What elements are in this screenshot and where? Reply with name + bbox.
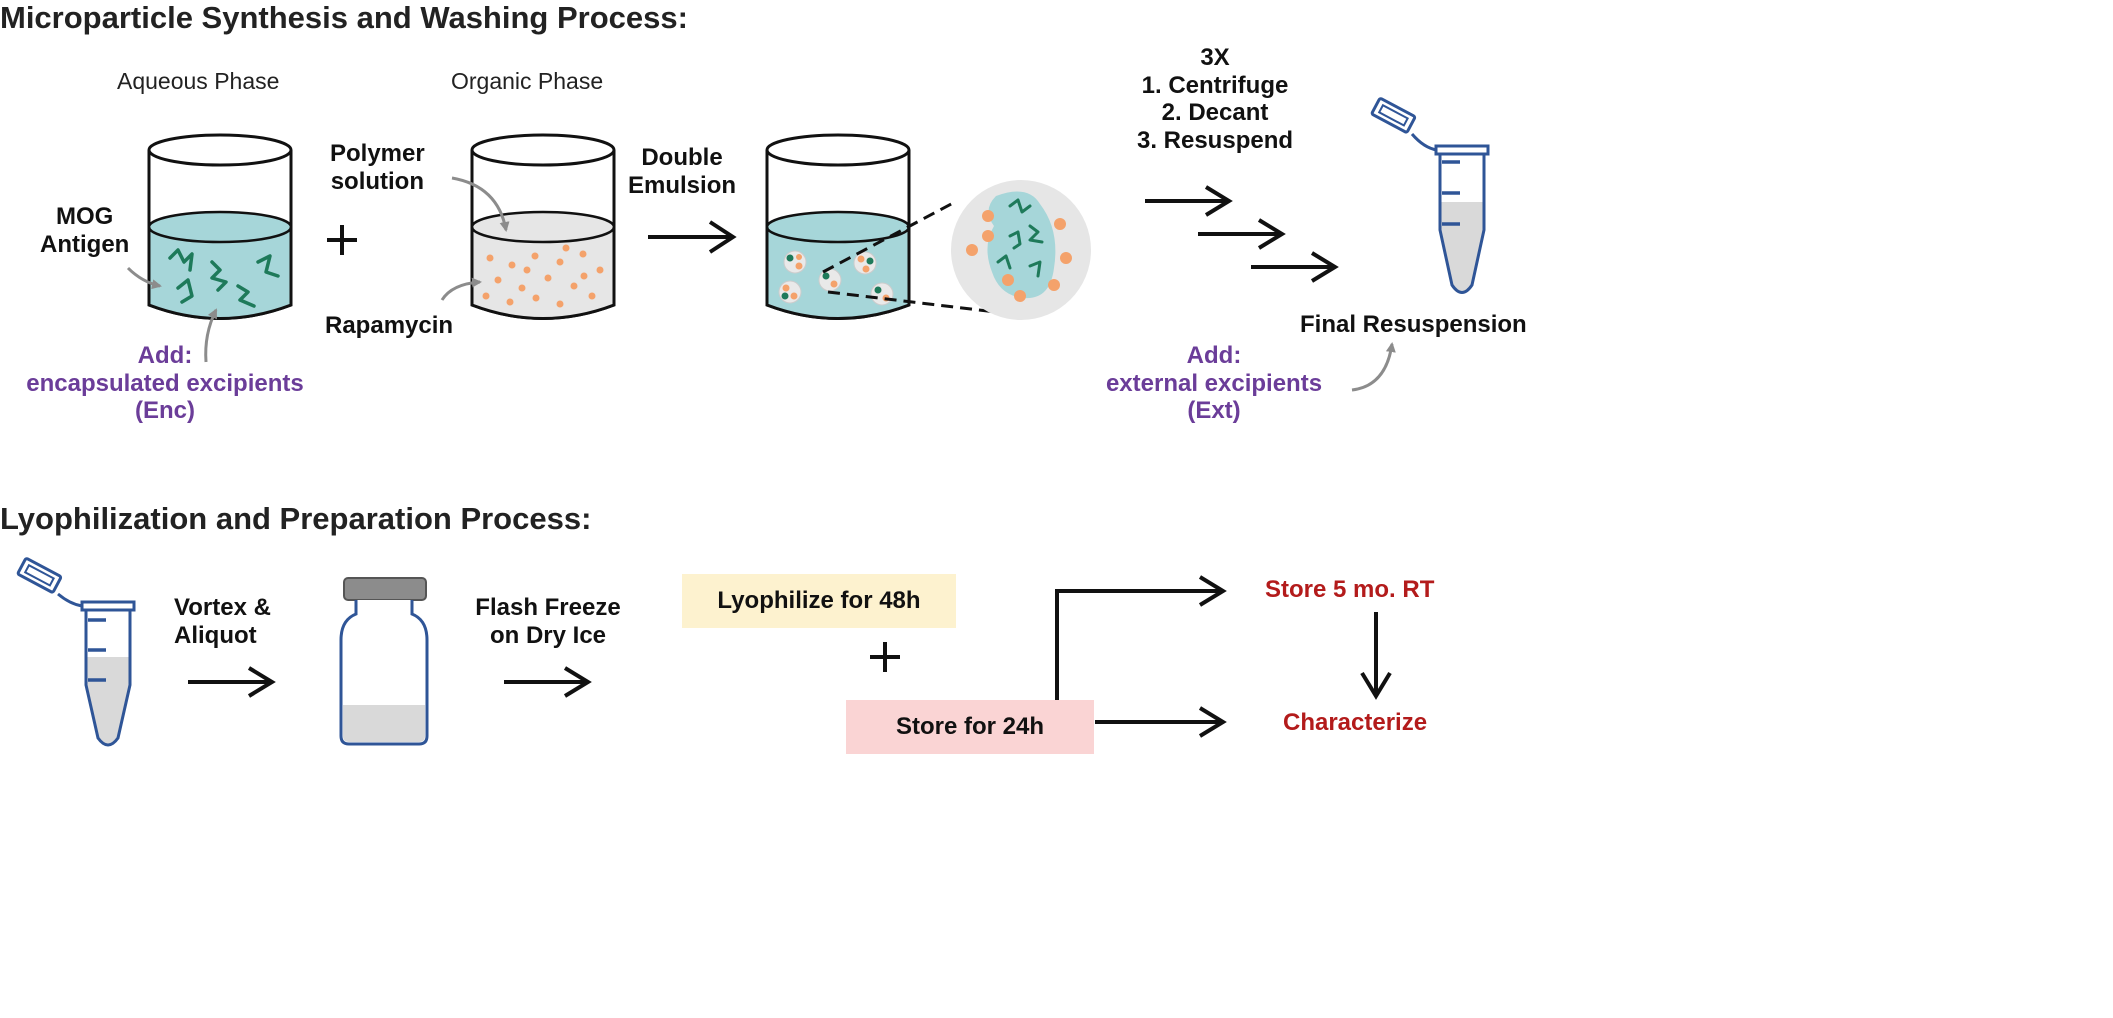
plus-sign-lyophilization <box>870 642 900 672</box>
organic-phase-label: Organic Phase <box>451 68 604 94</box>
to-characterize-arrow <box>1095 706 1227 738</box>
aqueous-beaker <box>147 133 293 320</box>
rapamycin-label: Rapamycin <box>325 312 454 339</box>
synthesis-section-title: Microparticle Synthesis and Washing Proc… <box>0 0 688 35</box>
store-24h-box: Store for 24h <box>846 700 1094 754</box>
store-5mo-label: Store 5 mo. RT <box>1265 576 1435 603</box>
aqueous-phase-label: Aqueous Phase <box>117 68 280 94</box>
flash-freeze-label: Flash Freeze on Dry Ice <box>475 594 621 649</box>
enc-excipient-pointer-arrow <box>204 308 218 363</box>
ext-excipient-pointer-arrow <box>1351 342 1396 392</box>
glass-vial <box>339 577 429 746</box>
mog-antigen-particles <box>168 248 280 308</box>
rapamycin-pointer-arrow <box>440 277 482 301</box>
lyophilize-box: Lyophilize for 48h <box>682 574 956 628</box>
wash-arrows <box>1145 185 1339 283</box>
polymer-pointer-arrow <box>451 176 510 232</box>
eppendorf-tube-start <box>16 557 136 747</box>
rapamycin-dots <box>482 244 604 308</box>
store-to-characterize-arrow <box>1360 612 1392 700</box>
enc-excipients-label: Add: encapsulated excipients (Enc) <box>26 342 304 425</box>
characterize-label: Characterize <box>1283 709 1428 736</box>
process-diagram-graphics <box>16 97 1490 747</box>
polymer-solution-label: Polymer solution <box>330 140 425 195</box>
wash-steps-label: 3X 1. Centrifuge 2. Decant 3. Resuspend <box>1136 44 1294 154</box>
microparticle-zoom-circle <box>951 180 1091 320</box>
zoom-lines <box>822 200 997 314</box>
final-resuspension-label: Final Resuspension <box>1300 311 1527 338</box>
lyophilization-section-title: Lyophilization and Preparation Process: <box>0 501 592 536</box>
double-emulsion-arrow <box>648 220 737 254</box>
flash-freeze-arrow <box>504 666 592 698</box>
plus-sign-synthesis <box>327 225 357 255</box>
eppendorf-tube-final <box>1370 97 1490 294</box>
double-emulsion-label: Double Emulsion <box>628 144 737 199</box>
vortex-arrow <box>188 666 276 698</box>
mog-antigen-label: MOG Antigen <box>40 203 130 258</box>
organic-beaker <box>470 133 616 320</box>
mog-pointer-arrow <box>126 266 162 290</box>
ext-excipients-label: Add: external excipients (Ext) <box>1105 342 1323 425</box>
vortex-aliquot-label: Vortex & Aliquot <box>174 594 271 649</box>
to-store-5mo-arrow <box>1055 575 1227 700</box>
